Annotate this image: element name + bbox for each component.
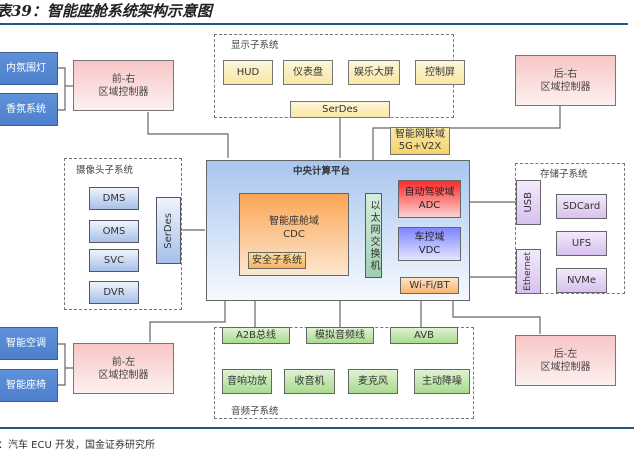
display-item-label: HUD: [236, 67, 260, 78]
storage-subsystem: [515, 163, 625, 294]
audio-bus-label: AVB: [414, 330, 434, 341]
audio-radio: 收音机: [284, 369, 335, 394]
display-serdes: SerDes: [290, 101, 390, 118]
rear-left-zone-controller: 后-左 区域控制器: [515, 335, 616, 386]
safety-subsystem: 安全子系统: [248, 252, 306, 269]
title-rule: [0, 23, 628, 25]
camera-oms: OMS: [89, 220, 139, 243]
figure-title: 表39：智能座舱系统架构示意图: [0, 2, 212, 20]
connector-ecu-top: [58, 67, 66, 111]
usb-label: USB: [523, 192, 534, 213]
display-control-screen: 控制屏: [415, 60, 465, 85]
zone-label-line1: 前-左: [111, 356, 136, 368]
audio-bus-a2b: A2B总线: [222, 327, 290, 344]
adc-label-line2: ADC: [418, 200, 441, 211]
display-hud: HUD: [223, 60, 273, 85]
adc-domain: 自动驾驶域 ADC: [398, 180, 461, 218]
connector-ecu-bottom: [58, 343, 66, 386]
audio-item-label: 主动降噪: [422, 376, 462, 387]
zone-label-line1: 后-右: [553, 68, 578, 80]
adc-label-line1: 自动驾驶域: [404, 187, 455, 198]
camera-item-label: SVC: [103, 255, 125, 266]
display-item-label: 控制屏: [425, 67, 455, 78]
vdc-domain: 车控域 VDC: [398, 227, 461, 261]
display-infotainment: 娱乐大屏: [348, 60, 400, 85]
ecu-smart-seat: 智能座椅: [0, 369, 58, 402]
connector-front-right-central: [147, 112, 229, 158]
storage-item-label: UFS: [571, 238, 592, 249]
ecu-ambient-light: 内氛围灯: [0, 52, 58, 85]
zone-label-line2: 区域控制器: [98, 369, 149, 381]
front-left-zone-controller: 前-左 区域控制器: [73, 343, 174, 394]
ethernet-switch: 以太网交换机: [365, 193, 382, 278]
cdc-label-line2: CDC: [283, 228, 305, 240]
display-item-label: 娱乐大屏: [354, 67, 394, 78]
storage-item-label: SDCard: [562, 201, 601, 212]
connector-central-front-left: [149, 300, 226, 342]
ecu-label: 智能空调: [6, 338, 46, 349]
camera-dvr: DVR: [89, 281, 139, 304]
serdes-label: SerDes: [163, 212, 174, 249]
storage-subsystem-label: 存储子系统: [540, 169, 588, 180]
camera-svc: SVC: [89, 249, 139, 272]
connector-central-rear-left: [452, 300, 541, 334]
storage-nvme: NVMe: [556, 268, 607, 293]
connectivity-domain: 智能网联域 5G+V2X: [390, 127, 450, 155]
ecu-label: 智能座椅: [6, 380, 46, 391]
ecu-fragrance: 香氛系统: [0, 93, 58, 126]
audio-item-label: 麦克风: [358, 376, 388, 387]
footer-rule: [0, 427, 634, 429]
wifi-label: Wi-Fi/BT: [409, 280, 450, 291]
connectivity-label-line1: 智能网联域: [395, 129, 445, 140]
safety-label: 安全子系统: [252, 255, 302, 266]
ethernet-label: Ethernet: [523, 252, 533, 291]
audio-item-label: 收音机: [294, 376, 325, 387]
audio-bus-analog: 模拟音频线: [306, 327, 374, 344]
audio-bus-label: 模拟音频线: [315, 330, 365, 341]
camera-subsystem: [64, 158, 182, 310]
camera-item-label: DVR: [103, 287, 125, 298]
audio-bus-avb: AVB: [390, 327, 458, 344]
storage-item-label: NVMe: [566, 275, 597, 286]
source-note: ：汽车 ECU 开发，国金证券研究所: [0, 440, 155, 451]
serdes-label: SerDes: [322, 104, 358, 115]
audio-amplifier: 音响功放: [222, 369, 272, 394]
cdc-label-line1: 智能座舱域: [269, 215, 319, 227]
vdc-label-line2: VDC: [418, 245, 441, 256]
camera-serdes: SerDes: [156, 197, 181, 264]
central-platform-label: 中央计算平台: [293, 166, 351, 177]
zone-label-line2: 区域控制器: [540, 81, 591, 93]
ecu-label: 香氛系统: [6, 104, 46, 115]
ethernet-interface: Ethernet: [516, 249, 541, 294]
switch-label: 以太网交换机: [368, 199, 379, 272]
camera-item-label: DMS: [102, 193, 126, 204]
rear-right-zone-controller: 后-右 区域控制器: [515, 55, 616, 106]
zone-label-line1: 后-左: [553, 348, 578, 360]
camera-dms: DMS: [89, 187, 139, 210]
camera-subsystem-label: 摄像头子系统: [76, 165, 134, 176]
wifi-bt-module: Wi-Fi/BT: [400, 277, 459, 294]
audio-anc: 主动降噪: [414, 369, 470, 394]
display-cluster: 仪表盘: [283, 60, 333, 85]
storage-sdcard: SDCard: [556, 194, 607, 219]
audio-subsystem-label: 音频子系统: [231, 406, 279, 417]
zone-label-line2: 区域控制器: [98, 86, 149, 98]
usb-interface: USB: [516, 180, 541, 225]
audio-microphone: 麦克风: [348, 369, 398, 394]
zone-label-line2: 区域控制器: [540, 361, 591, 373]
display-item-label: 仪表盘: [293, 67, 323, 78]
display-subsystem-label: 显示子系统: [231, 40, 279, 51]
ecu-label: 内氛围灯: [6, 63, 46, 74]
zone-label-line1: 前-右: [111, 73, 136, 85]
audio-item-label: 音响功放: [227, 376, 267, 387]
storage-ufs: UFS: [556, 231, 607, 256]
audio-bus-label: A2B总线: [235, 330, 277, 341]
vdc-label-line1: 车控域: [414, 232, 445, 243]
camera-item-label: OMS: [102, 226, 126, 237]
front-right-zone-controller: 前-右 区域控制器: [73, 60, 174, 111]
connectivity-label-line2: 5G+V2X: [398, 141, 442, 152]
ecu-smart-ac: 智能空调: [0, 327, 58, 360]
